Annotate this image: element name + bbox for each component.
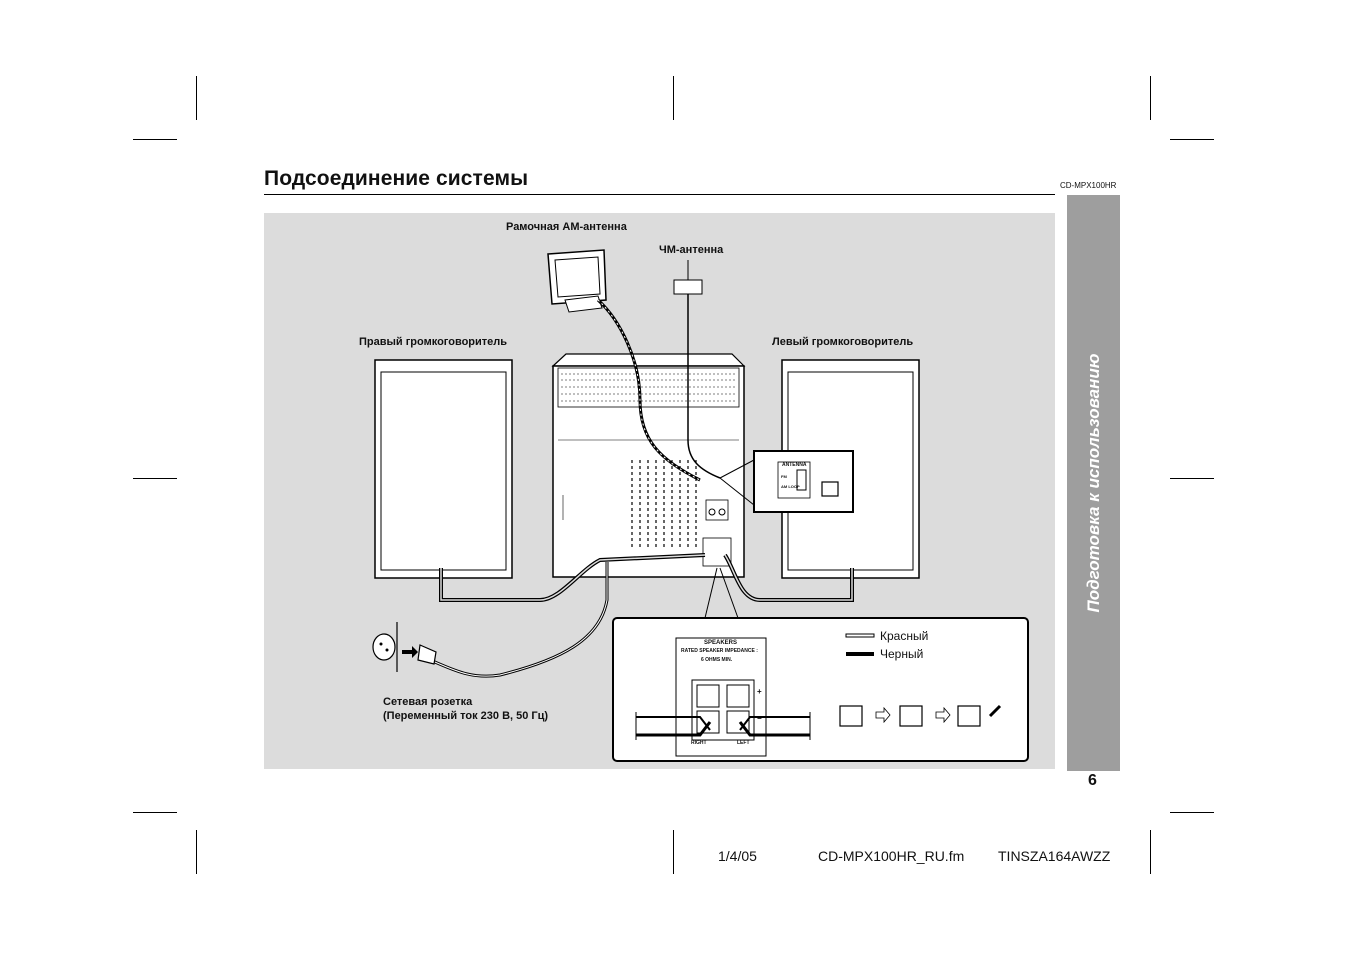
legend-black-label: Черный xyxy=(880,647,924,661)
legend-red-label: Красный xyxy=(880,629,929,643)
impedance-text: RATED SPEAKER IMPEDANCE : xyxy=(681,648,758,654)
crop-mark xyxy=(133,139,177,140)
crop-mark xyxy=(1150,830,1151,874)
right-speaker-illustration xyxy=(374,359,513,579)
speakers-panel-title: SPEAKERS xyxy=(704,640,738,646)
crop-mark xyxy=(1170,139,1214,140)
ac-outlet-label: Сетевая розетка xyxy=(383,696,473,708)
fm-terminal-text: FM xyxy=(781,474,787,479)
crop-mark xyxy=(673,76,674,120)
antenna-terminal-zoom xyxy=(719,450,854,513)
crop-mark xyxy=(673,830,674,874)
crop-mark xyxy=(133,812,177,813)
crop-mark xyxy=(196,830,197,874)
left-terminal-text: LEFT xyxy=(737,740,750,746)
crop-mark xyxy=(1170,812,1214,813)
page-title: Подсоединение системы xyxy=(264,167,529,190)
main-unit-illustration xyxy=(551,353,746,578)
impedance-min-text: 6 OHMS MIN. xyxy=(701,657,733,663)
right-terminal-text: RIGHT xyxy=(691,740,707,746)
am-loop-antenna-illustration xyxy=(547,249,701,482)
ac-outlet-spec-label: (Переменный ток 230 В, 50 Гц) xyxy=(383,710,549,722)
am-loop-terminal-text: AM LOOP xyxy=(781,484,800,489)
wall-outlet-illustration xyxy=(372,622,437,672)
left-speaker-label: Левый громкоговоритель xyxy=(772,336,914,348)
footer-date: 1/4/05 xyxy=(718,848,757,864)
crop-mark xyxy=(196,76,197,120)
am-antenna-label: Рамочная АМ-антенна xyxy=(506,221,627,233)
section-side-tab: Подготовка к использованию xyxy=(1067,195,1120,771)
crop-mark xyxy=(133,478,177,479)
plus-terminal-text: + xyxy=(757,687,762,696)
right-speaker-label: Правый громкоговоритель xyxy=(359,336,508,348)
antenna-panel-text: ANTENNA xyxy=(782,462,807,468)
minus-terminal-text: − xyxy=(757,714,762,723)
page-number: 6 xyxy=(1088,772,1097,789)
fm-antenna-label: ЧМ-антенна xyxy=(659,244,724,256)
model-code: CD-MPX100HR xyxy=(1060,181,1117,190)
footer-part-code: TINSZA164AWZZ xyxy=(998,848,1111,864)
title-rule xyxy=(264,194,1055,195)
footer-filename: CD-MPX100HR_RU.fm xyxy=(818,848,965,864)
crop-mark xyxy=(1150,76,1151,120)
speaker-terminal-zoom xyxy=(612,567,1029,762)
crop-mark xyxy=(1170,478,1214,479)
fm-antenna-illustration xyxy=(673,260,721,479)
